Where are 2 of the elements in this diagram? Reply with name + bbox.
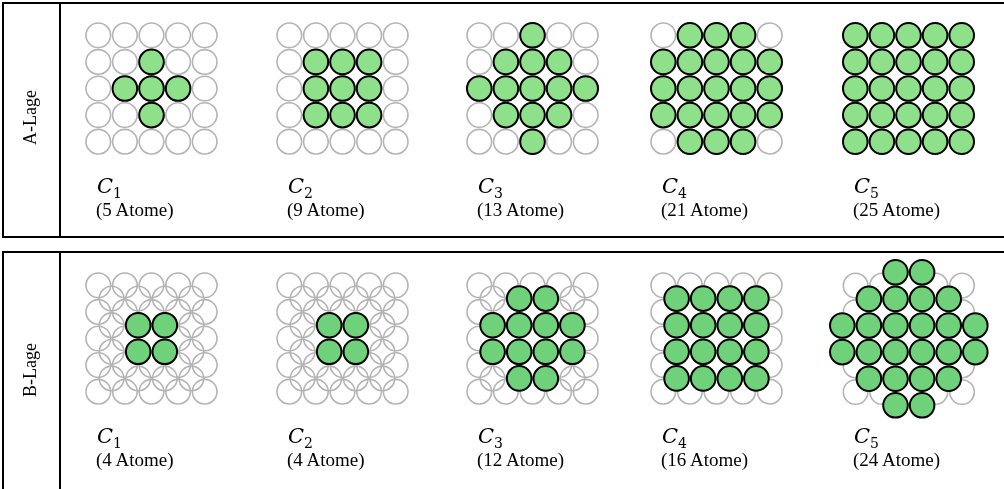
row-header: A-Lage <box>20 90 41 145</box>
row-header: B-Lage <box>20 343 41 397</box>
